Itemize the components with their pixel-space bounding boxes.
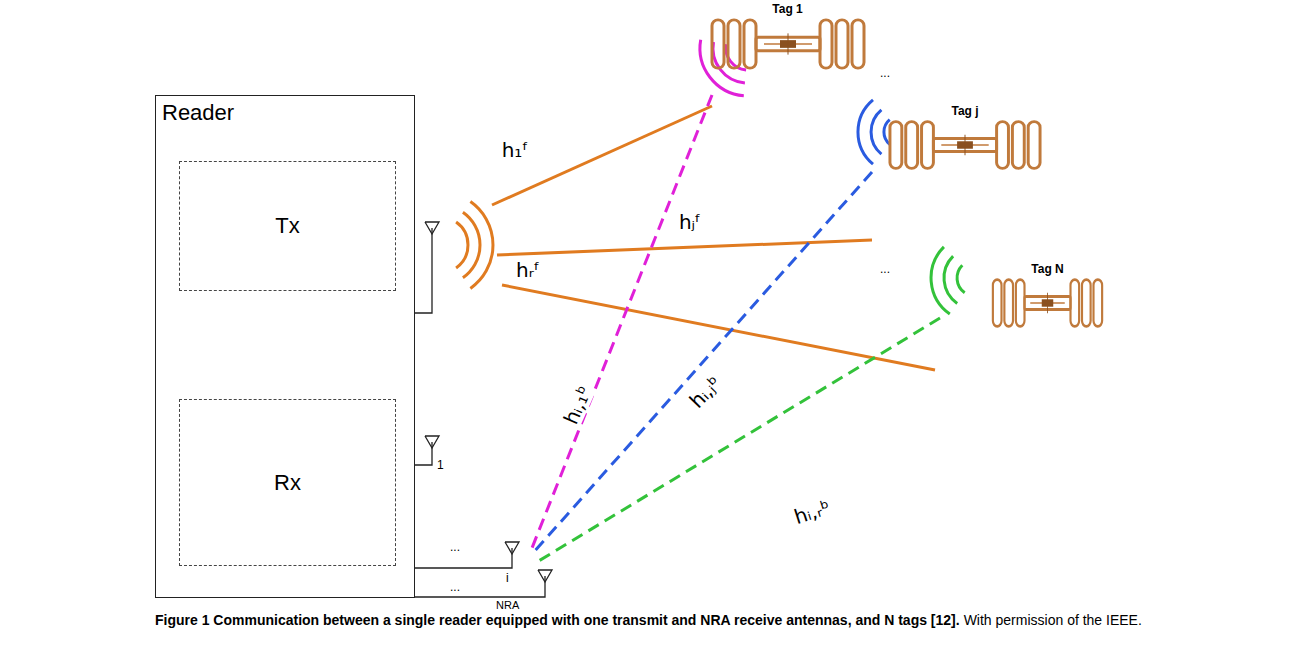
permission-note: With permission of the IEEE. (964, 612, 1142, 628)
block-title: Rx (274, 470, 301, 496)
antenna-number: 1 (437, 458, 444, 472)
tx-antenna (425, 222, 439, 234)
antenna-number: i (506, 571, 509, 585)
ellipsis: ... (450, 580, 460, 594)
channel-label: hⱼᶠ (677, 211, 703, 233)
rfid-tag: Tag j (880, 104, 1050, 172)
tag-picture (990, 276, 1105, 330)
caption-block: Figure 1 Communication between a single … (155, 612, 1155, 628)
backscatter-channel (533, 172, 872, 553)
radiation-arc (871, 110, 881, 154)
rfid-tag: Tag N (985, 262, 1110, 330)
channel-label: hᵢ,₁ᵇ (559, 381, 597, 429)
radiation-arc (463, 212, 480, 278)
figure-caption: Figure 1 Communication between a single … (155, 612, 960, 628)
radiation-arc (470, 202, 493, 289)
radiation-arc (944, 256, 957, 303)
channel-label: hᵢ,ᵣᵇ (789, 495, 834, 528)
radiation-arc (957, 265, 965, 292)
ellipsis: ... (450, 540, 460, 554)
backscatter-channel (537, 318, 940, 562)
forward-channel (492, 106, 712, 205)
radiation-arc (456, 222, 468, 268)
block-title: Tx (275, 213, 299, 239)
forward-channel (497, 240, 872, 255)
rx-antenna (538, 570, 552, 582)
tag-image (990, 276, 1105, 330)
rx-wire (415, 548, 512, 568)
rx-antenna (425, 436, 439, 448)
tag-name: Tag 1 (772, 2, 802, 16)
rx-antenna (505, 542, 519, 554)
rfid-tag: Tag 1 (700, 2, 875, 72)
tag-image (886, 118, 1044, 172)
block-title: Reader (162, 100, 234, 126)
radiation-arc (931, 247, 950, 314)
tx-wire (415, 228, 432, 313)
tx-block: Tx (179, 161, 396, 291)
tag-picture (708, 16, 868, 72)
rx-block: Rx (179, 399, 396, 566)
antenna-number: NRA (496, 598, 519, 612)
ellipsis: ... (880, 66, 890, 80)
forward-channel (502, 285, 935, 370)
channel-label: hᵣᶠ (514, 259, 542, 281)
rx-wire (415, 442, 432, 465)
channel-label: hᵢ,ⱼᵇ (684, 370, 727, 413)
tag-picture (886, 118, 1044, 172)
ellipsis: ... (880, 262, 890, 276)
tag-image (708, 16, 868, 72)
tag-name: Tag N (1031, 262, 1063, 276)
backscatter-channel (530, 95, 712, 553)
tag-name: Tag j (951, 104, 978, 118)
rx-wire (415, 576, 545, 597)
reader-box: ReaderTxRx (155, 95, 415, 598)
channel-label: h₁ᶠ (500, 139, 531, 161)
radiation-arc (858, 100, 873, 164)
